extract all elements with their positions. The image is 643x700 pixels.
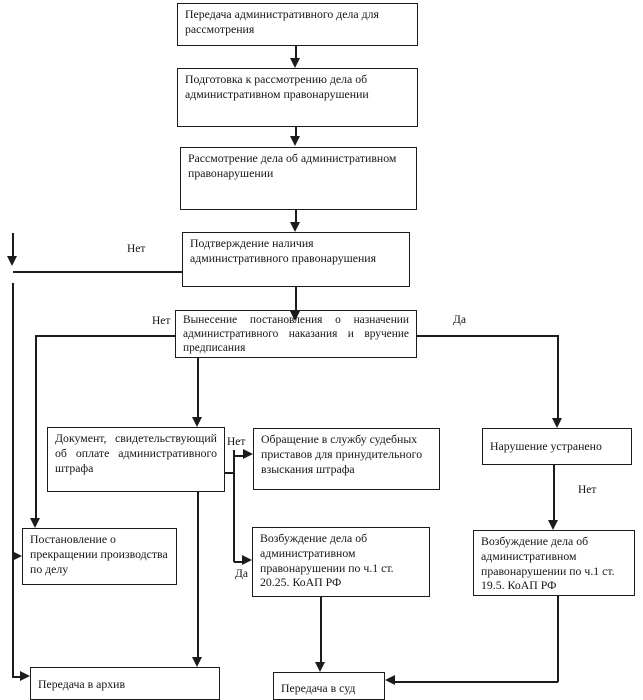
- arrowhead-into-ruling-icon: [290, 311, 300, 321]
- connector-confirmation-no-stub-line: [12, 233, 14, 257]
- arrowhead-into-court-right-icon: [385, 675, 395, 685]
- arrowhead-into-court-top-icon: [315, 662, 325, 672]
- edge-label-no-payment: Нет: [226, 436, 247, 448]
- connector-case-2025-court-line: [320, 597, 322, 662]
- arrowhead-into-confirmation-icon: [290, 222, 300, 232]
- connector-confirmation-ruling-line: [295, 287, 297, 313]
- arrowhead-into-case-2025-icon: [242, 555, 252, 565]
- connector-transfer-preparation-line: [295, 45, 297, 58]
- arrowhead-confirmation-no-icon: [7, 256, 17, 266]
- connector-confirmation-no-hline: [13, 271, 182, 273]
- arrowhead-into-consideration-icon: [290, 136, 300, 146]
- connector-payment-junction-hline: [225, 472, 234, 474]
- node-consideration: Рассмотрение дела об административном пр…: [180, 147, 417, 210]
- connector-ruling-yes-vline: [557, 335, 559, 419]
- arrowhead-into-termination-top-icon: [30, 518, 40, 528]
- connector-left-rail-line: [12, 283, 14, 558]
- connector-termination-archive-vline: [12, 558, 14, 678]
- connector-ruling-no-vline: [35, 335, 37, 519]
- connector-termination-archive-hline: [12, 676, 21, 678]
- node-archive: Передача в архив: [30, 667, 220, 700]
- connector-payment-no-hline: [234, 455, 244, 457]
- node-transfer-case: Передача административного дела для расс…: [177, 3, 418, 46]
- connector-ruling-yes-hline: [417, 335, 559, 337]
- connector-consideration-confirmation-line: [295, 210, 297, 223]
- node-termination: Постановление о прекращении производства…: [22, 528, 177, 585]
- connector-payment-junction-vline: [233, 450, 235, 562]
- arrowhead-into-termination-left-icon: [12, 551, 22, 561]
- arrowhead-into-payment-icon: [192, 417, 202, 427]
- edge-label-yes-payment: Да: [234, 568, 249, 580]
- connector-case-195-court-vline: [557, 596, 559, 682]
- node-confirmation: Подтверждение наличия административного …: [182, 232, 410, 287]
- node-case-2025: Возбуждение дела об административном пра…: [252, 527, 430, 597]
- arrowhead-into-case-195-icon: [548, 520, 558, 530]
- node-case-195: Возбуждение дела об административном пра…: [473, 530, 635, 596]
- node-preparation: Подготовка к рассмотрению дела об админи…: [177, 68, 418, 127]
- connector-case-195-court-hline: [395, 681, 558, 683]
- node-court: Передача в суд: [273, 672, 385, 700]
- node-violation-fixed: Нарушение устранено: [482, 428, 632, 465]
- connector-violation-no-line: [553, 465, 555, 520]
- arrowhead-into-bailiffs-icon: [243, 449, 253, 459]
- connector-preparation-consideration-line: [295, 126, 297, 137]
- connector-payment-yes-hline: [234, 561, 243, 563]
- arrowhead-into-archive-top-icon: [192, 657, 202, 667]
- node-payment-document: Документ, свидетельствующий об оплате ад…: [47, 427, 225, 492]
- arrowhead-into-preparation-icon: [290, 58, 300, 68]
- edge-label-yes-ruling: Да: [452, 314, 467, 326]
- connector-ruling-no-hline: [35, 335, 175, 337]
- arrowhead-into-violation-fixed-icon: [552, 418, 562, 428]
- connector-payment-archive-line: [197, 492, 199, 657]
- node-bailiffs: Обращение в службу судебных приставов дл…: [253, 428, 440, 490]
- edge-label-no-confirmation: Нет: [126, 243, 147, 255]
- arrowhead-into-archive-left-icon: [20, 671, 30, 681]
- edge-label-no-fixed: Нет: [577, 484, 598, 496]
- edge-label-no-ruling: Нет: [151, 315, 172, 327]
- connector-ruling-payment-line: [197, 358, 199, 418]
